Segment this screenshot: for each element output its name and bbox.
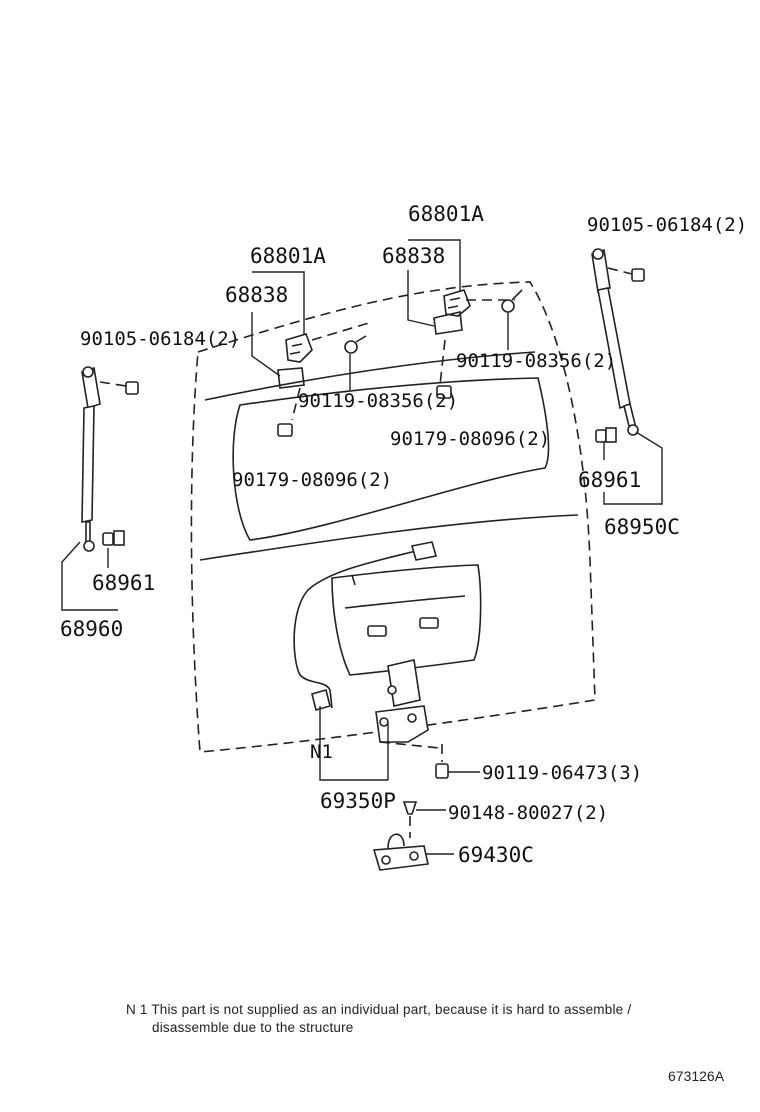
left-nut [277, 423, 293, 437]
label-left-nut: 90179-08096(2) [232, 469, 392, 491]
label-n1: N1 [310, 741, 333, 763]
label-left-hinge: 68838 [225, 283, 288, 307]
right-nut [436, 385, 452, 399]
label-lock-assy: 69350P [320, 789, 396, 813]
label-right-nut: 90179-08096(2) [390, 428, 550, 450]
left-hinge-bolt [344, 335, 367, 354]
striker-screw [402, 801, 418, 838]
label-right-hinge-assy: 68801A [408, 202, 484, 226]
right-hinge-bolt [501, 289, 523, 313]
label-right-stay: 68950C [604, 515, 680, 539]
license-plate-area [331, 564, 482, 676]
right-stay-bolt [607, 267, 645, 282]
lock-cable-end [311, 689, 331, 711]
footnote-line-1: N 1 This part is not supplied as an indi… [126, 1002, 632, 1017]
diagram-code: 673126A [668, 1068, 725, 1084]
back-window-outline [232, 377, 550, 541]
back-door-lock [375, 659, 441, 749]
right-stay-end-fitting [595, 427, 617, 443]
left-hinge [277, 321, 373, 421]
label-left-hinge-bolt: 90119-08356(2) [298, 390, 458, 412]
right-stay-damper [591, 248, 639, 436]
lock-bolt [435, 744, 449, 779]
left-stay-damper [81, 366, 101, 552]
label-left-stay: 68960 [60, 617, 123, 641]
label-left-stay-bolt: 90105-06184(2) [80, 328, 240, 350]
label-striker: 69430C [458, 843, 534, 867]
footnote-line-2: disassemble due to the structure [152, 1020, 354, 1035]
label-right-hinge-bolt: 90119-08356(2) [456, 350, 616, 372]
label-left-hinge-assy: 68801A [250, 244, 326, 268]
label-right-hinge: 68838 [382, 244, 445, 268]
label-right-stay-bolt: 90105-06184(2) [587, 214, 747, 236]
label-striker-screw: 90148-80027(2) [448, 802, 608, 824]
leader-lines [61, 239, 663, 855]
label-left-stay-end: 68961 [92, 571, 155, 595]
lock-cable [293, 549, 421, 709]
lock-connector [410, 541, 438, 561]
label-lock-bolt: 90119-06473(3) [482, 762, 642, 784]
back-door-striker [372, 833, 429, 871]
back-door-outline [190, 281, 596, 753]
label-right-stay-end: 68961 [578, 468, 641, 492]
left-stay-end-fitting [102, 530, 125, 546]
left-stay-bolt [99, 381, 139, 395]
